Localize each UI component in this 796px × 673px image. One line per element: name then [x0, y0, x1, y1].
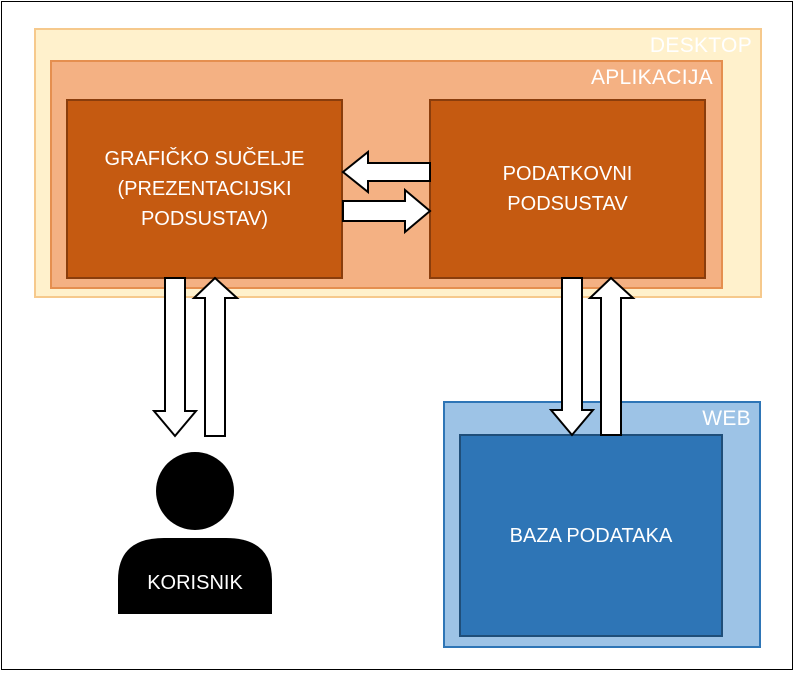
data-subsystem-block: PODATKOVNI PODSUSTAV	[429, 99, 706, 279]
database-label: BAZA PODATAKA	[509, 524, 673, 547]
user-icon	[118, 452, 272, 614]
gui-subsystem-block: GRAFIČKO SUČELJE (PREZENTACIJSKI PODSUST…	[66, 99, 343, 279]
data-subsystem-label: PODATKOVNI PODSUSTAV	[502, 163, 633, 215]
arrow-user-to-gui	[191, 276, 240, 437]
arrow-database-to-data	[587, 276, 636, 436]
desktop-label: DESKTOP	[649, 34, 752, 57]
arrow-data-to-database	[548, 277, 596, 437]
web-label: WEB	[702, 407, 751, 430]
database-block: BAZA PODATAKA	[459, 434, 723, 637]
application-label: APLIKACIJA	[590, 66, 713, 89]
arrow-data-to-gui	[341, 149, 431, 195]
user-label: KORISNIK	[147, 572, 243, 594]
arrow-gui-to-data	[342, 187, 432, 235]
gui-subsystem-label: GRAFIČKO SUČELJE (PREZENTACIJSKI PODSUST…	[104, 148, 305, 230]
arrow-gui-to-user	[151, 277, 199, 438]
